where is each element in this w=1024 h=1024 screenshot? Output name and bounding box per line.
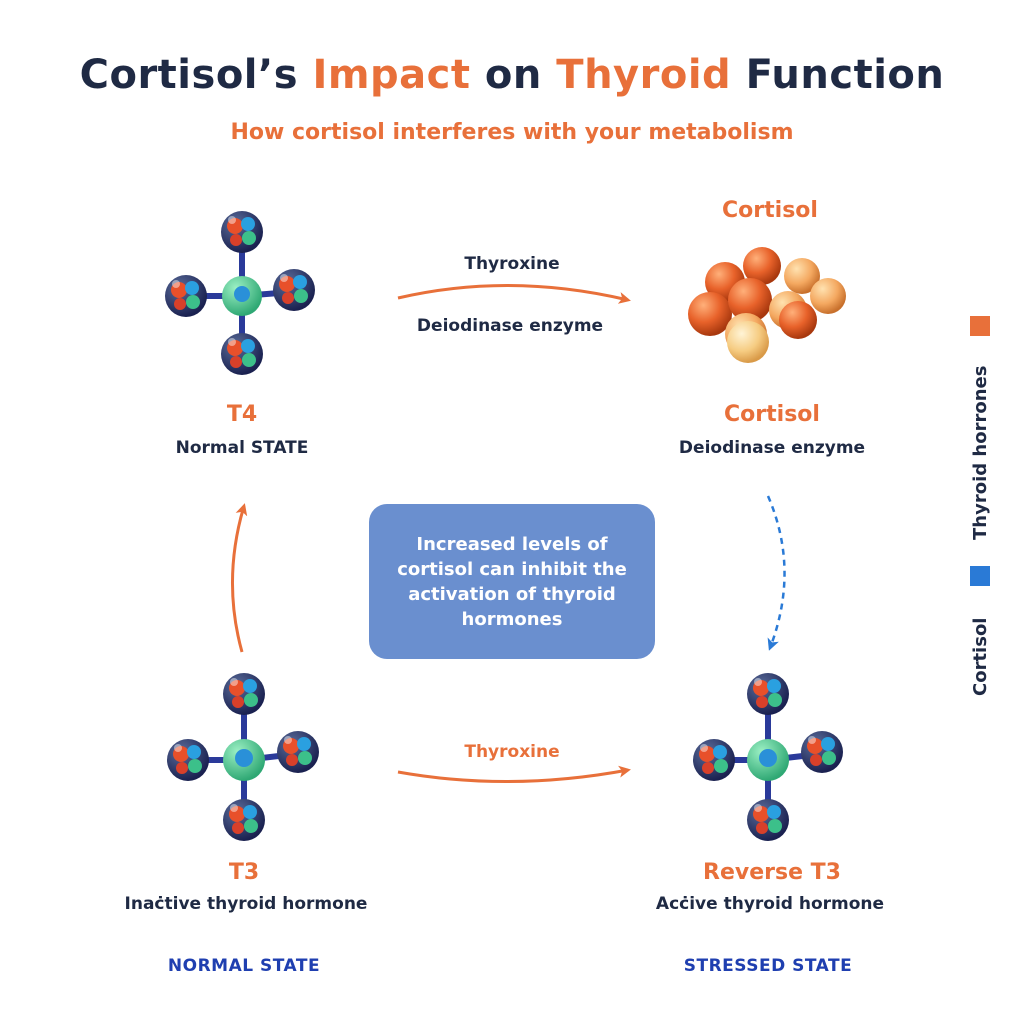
arrow-top (397, 284, 631, 304)
legend-label-thyroid: Thyroid horrones (970, 365, 991, 540)
arrow-bottom-label-thyroxine: Thyroxine (464, 742, 560, 762)
cortisol-heading: Cortisol (722, 198, 818, 223)
cortisol-cluster (688, 247, 846, 363)
title-part-impact: Impact (312, 52, 471, 98)
page-title: Cortisol’s Impact on Thyroid Function (0, 52, 1024, 98)
t4-desc: Normal STATE (175, 438, 309, 458)
reverse-t3-name: Reverse T3 (703, 860, 841, 885)
title-part-cortisols: Cortisol’s (79, 52, 313, 98)
arrow-left-up (230, 503, 248, 653)
legend-swatch-blue (970, 566, 990, 586)
title-part-on: on (470, 52, 557, 98)
arrow-right-dashed (766, 495, 786, 651)
molecule-reverse-t3 (693, 673, 843, 841)
arrow-bottom (397, 765, 631, 783)
reverse-t3-desc: Acċive thyroid hormone (655, 894, 885, 914)
t3-name: T3 (228, 860, 260, 885)
molecule-t4 (165, 211, 315, 375)
arrow-top-label-thyroxine: Thyroxine (464, 254, 560, 274)
legend-swatch-orange (970, 316, 990, 336)
info-box-text: Increased levels of cortisol can inhibit… (397, 533, 627, 630)
state-label-normal: NORMAL STATE (167, 956, 321, 976)
t3-desc: Inaċtive thyroid hormone (124, 894, 368, 914)
t4-name: T4 (226, 402, 258, 427)
legend-label-cortisol: Cortisol (970, 617, 991, 696)
arrow-top-label-deiodinase: Deiodinase enzyme (416, 316, 604, 336)
title-part-function: Function (731, 52, 945, 98)
legend: Thyroid horrones Cortisol (950, 300, 1010, 720)
molecule-t3 (167, 673, 319, 841)
cortisol-desc: Deiodinase enzyme (678, 438, 866, 458)
title-part-thyroid: Thyroid (556, 52, 732, 98)
state-label-stressed: STRESSED STATE (683, 956, 853, 976)
page-subtitle: How cortisol interferes with your metabo… (230, 120, 794, 145)
info-box: Increased levels of cortisol can inhibit… (369, 504, 655, 659)
cortisol-name: Cortisol (724, 402, 820, 427)
